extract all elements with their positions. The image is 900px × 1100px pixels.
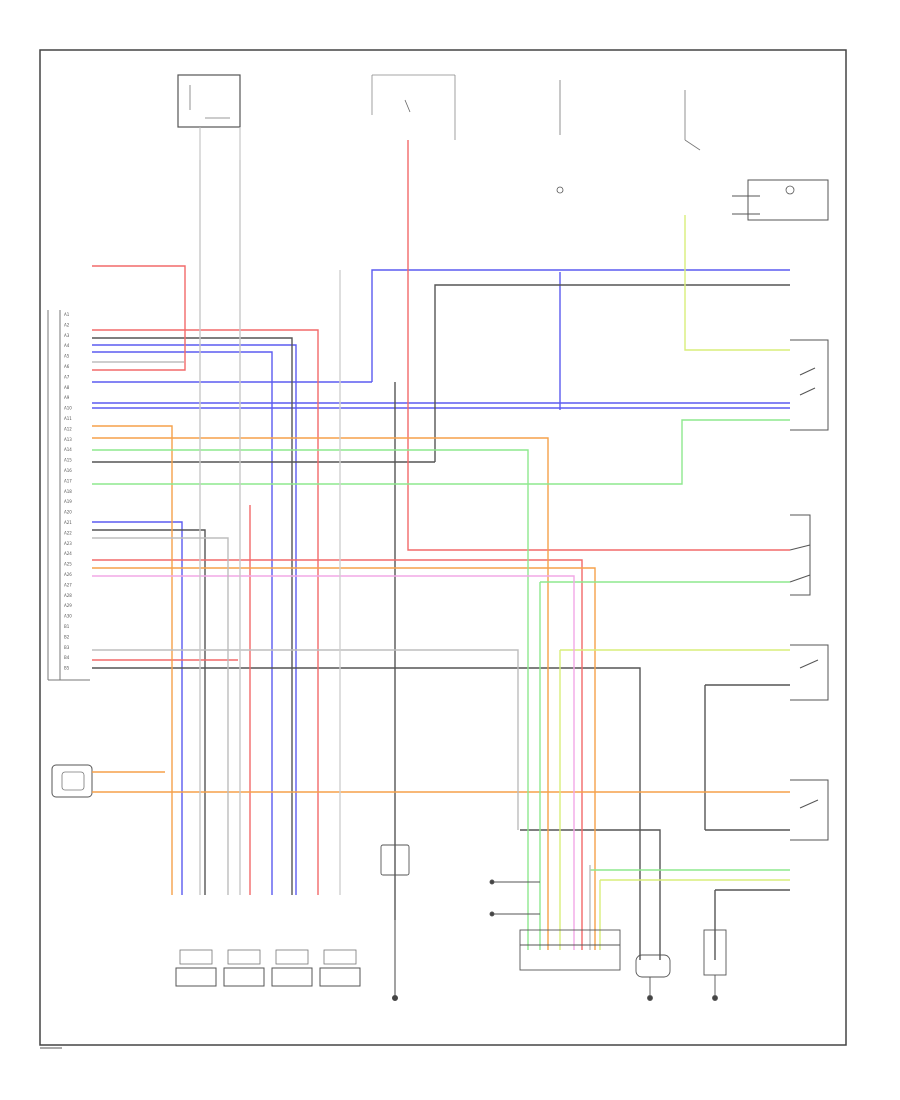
pin-label: A13 — [64, 437, 72, 442]
wheel-speed-sensor — [175, 967, 217, 987]
pin-label: A23 — [64, 541, 72, 546]
switch-3 — [790, 644, 829, 701]
pin-label: A17 — [64, 478, 72, 483]
wheel-speed-sensor — [319, 967, 361, 987]
pin-label: A29 — [64, 603, 72, 608]
pin-label: A11 — [64, 416, 72, 421]
pin-label: A25 — [64, 562, 72, 567]
pin-label: A2 — [64, 322, 70, 327]
sensor-connector — [323, 949, 357, 965]
wire-orange-a — [92, 425, 173, 895]
pin-label: A24 — [64, 551, 72, 556]
wire-red-a — [92, 265, 186, 371]
pin-label: A19 — [64, 499, 72, 504]
diagram-frame — [39, 49, 847, 1046]
top-left-fuse-box — [177, 74, 241, 160]
wire-gray-d — [92, 537, 229, 895]
control-module — [47, 310, 90, 681]
pin-label: A22 — [64, 530, 72, 535]
wire-dkgray-d — [92, 667, 641, 960]
pin-label: A30 — [64, 614, 72, 619]
wire-red-c — [92, 559, 583, 950]
wire-dkgray-b — [92, 337, 293, 895]
pin-label: A28 — [64, 593, 72, 598]
wire-dkgray-f — [520, 829, 661, 960]
pin-label: A6 — [64, 364, 70, 369]
wire-blue-s2 — [92, 351, 273, 895]
switch-2 — [789, 514, 811, 596]
wire-orange-c — [92, 567, 596, 950]
indicator-lamp-box — [732, 179, 829, 221]
wire-green-a — [92, 449, 529, 950]
pin-label: A7 — [64, 374, 70, 379]
pin-label: A18 — [64, 489, 72, 494]
pin-label: A4 — [64, 343, 70, 348]
wire-dkgray-top — [434, 284, 790, 462]
switch-1 — [790, 339, 829, 431]
ground-1 — [392, 920, 398, 1001]
pin-label: B5 — [64, 666, 70, 671]
wire-harness — [92, 140, 790, 960]
wire-red-b — [92, 329, 319, 895]
connector-pin-labels: A1A2A3A4A5A6A7A8A9A10A11A12A13A14A15A16A… — [64, 312, 72, 671]
pin-label: A27 — [64, 582, 72, 587]
pin-label: A12 — [64, 426, 72, 431]
pin-label: B2 — [64, 634, 70, 639]
pin-label: A8 — [64, 385, 70, 390]
pin-label: A9 — [64, 395, 70, 400]
wire-blue-s3 — [92, 344, 297, 895]
wire-red-top — [407, 140, 790, 551]
right-bottom-connector-2 — [703, 929, 727, 1001]
wire-pink-a — [92, 575, 575, 950]
wire-blue-top — [371, 269, 790, 382]
sensor-connector — [179, 949, 213, 965]
center-bottom-connector — [489, 879, 621, 971]
top-center-fuse-block — [371, 74, 456, 140]
pin-label: A5 — [64, 354, 70, 359]
pin-label: A15 — [64, 458, 72, 463]
pin-label: B4 — [64, 655, 70, 660]
wire-blue-s1 — [92, 521, 183, 895]
pin-label: A26 — [64, 572, 72, 577]
wire-dkgray-c — [92, 529, 206, 895]
bottom-sensors — [175, 949, 361, 987]
sensor-connector — [275, 949, 309, 965]
right-bottom-connector-1 — [635, 954, 671, 1001]
pin-label: A10 — [64, 406, 72, 411]
switch-4 — [790, 779, 829, 841]
wire-green-b — [92, 419, 790, 485]
pin-label: A16 — [64, 468, 72, 473]
sensor-connector — [227, 949, 261, 965]
wheel-speed-sensor — [223, 967, 265, 987]
wire-yellow-a — [684, 215, 790, 351]
pin-label: B1 — [64, 624, 70, 629]
pin-label: A21 — [64, 520, 72, 525]
pin-label: A3 — [64, 333, 70, 338]
wire-gray-a — [92, 649, 519, 830]
wheel-speed-sensor — [271, 967, 313, 987]
left-sensor — [51, 764, 93, 798]
pin-label: B3 — [64, 645, 70, 650]
wire-orange-b — [92, 437, 549, 950]
pin-label: A20 — [64, 510, 72, 515]
pin-label: A14 — [64, 447, 72, 452]
top-right-fuse-a — [556, 80, 564, 194]
top-right-fuse-b — [684, 90, 701, 151]
relay-block — [380, 844, 410, 876]
pin-label: A1 — [64, 312, 70, 317]
